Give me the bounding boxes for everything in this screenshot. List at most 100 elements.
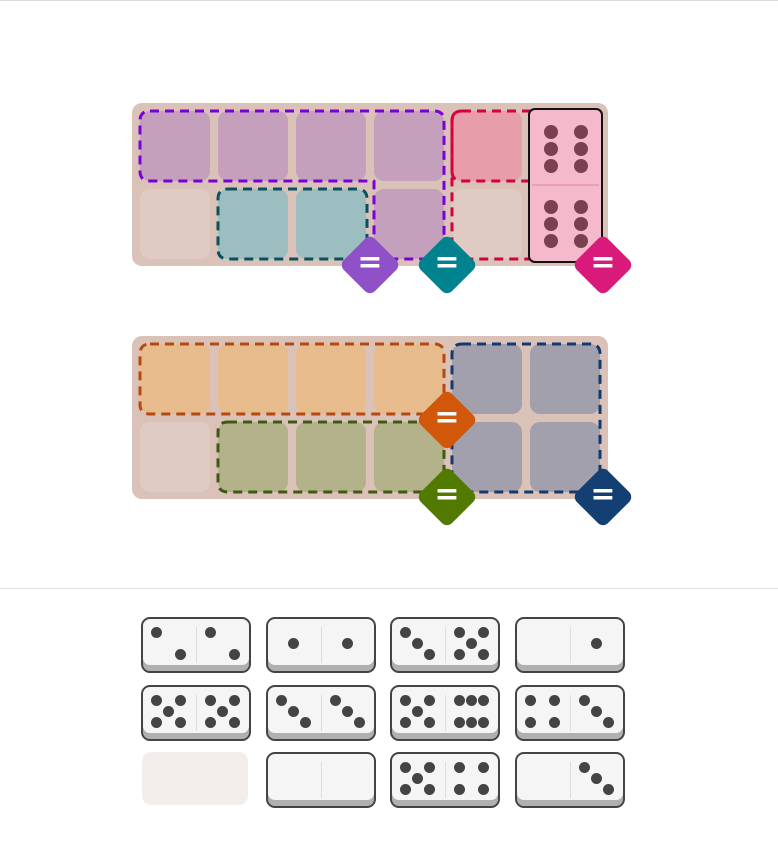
pip [454, 694, 465, 706]
pip [163, 705, 174, 717]
pip [217, 705, 228, 717]
domino-divider [569, 694, 571, 731]
cell-purple[interactable] [374, 111, 444, 181]
cell-navy[interactable] [530, 344, 600, 414]
pip [454, 784, 465, 795]
pip [478, 627, 489, 638]
pip [454, 627, 465, 638]
pip [544, 159, 558, 173]
domino-2-2[interactable] [141, 617, 251, 673]
empty-domino-slot[interactable] [142, 752, 248, 805]
domino-divider [196, 627, 197, 663]
cell-empty[interactable] [140, 422, 210, 492]
pip [574, 234, 588, 248]
pip [205, 627, 216, 638]
pip [400, 784, 411, 795]
pip [578, 762, 590, 773]
pip [175, 694, 186, 706]
pip [454, 716, 465, 728]
pip [544, 234, 558, 248]
pip [175, 716, 186, 728]
domino-divider [569, 627, 571, 663]
pip [578, 694, 590, 706]
pip [400, 762, 411, 773]
pip [287, 638, 299, 649]
pip [424, 762, 435, 773]
cell-red[interactable] [452, 111, 522, 181]
pip [544, 125, 558, 139]
domino-divider [532, 184, 599, 186]
placed-domino-6-6[interactable] [528, 108, 603, 263]
domino-1-1[interactable] [265, 617, 376, 673]
cell-purple[interactable] [218, 111, 288, 181]
domino-5-5[interactable] [141, 684, 251, 741]
domino-divider [196, 694, 197, 731]
pip [287, 705, 299, 717]
pip [478, 762, 489, 773]
cell-purple[interactable] [140, 111, 210, 181]
tray-divider [0, 588, 778, 589]
pip [466, 694, 477, 706]
cell-empty[interactable] [140, 189, 210, 259]
pip [353, 716, 365, 728]
pip [229, 649, 240, 660]
pip [590, 773, 602, 784]
domino-divider [320, 762, 322, 798]
domino-5-6[interactable] [390, 684, 500, 741]
pip [574, 159, 588, 173]
pip [229, 716, 240, 728]
pip [548, 716, 560, 728]
cell-orange[interactable] [140, 344, 210, 414]
pip [341, 638, 353, 649]
pip [478, 784, 489, 795]
pip [466, 638, 477, 649]
pip [424, 649, 435, 660]
pip [454, 649, 465, 660]
pip [329, 694, 341, 706]
pip [205, 716, 216, 728]
pip [175, 649, 186, 660]
domino-divider [445, 694, 446, 731]
domino-divider [445, 762, 446, 798]
pip [424, 784, 435, 795]
domino-0-0[interactable] [265, 752, 376, 808]
cell-orange[interactable] [296, 344, 366, 414]
pip [205, 694, 216, 706]
pip [478, 649, 489, 660]
pip [548, 694, 560, 706]
pip [544, 200, 558, 214]
pip [299, 716, 311, 728]
cell-purple[interactable] [296, 111, 366, 181]
equals-constraint-label: = [434, 245, 460, 280]
cell-teal[interactable] [218, 189, 288, 259]
cell-green[interactable] [218, 422, 288, 492]
pip [466, 716, 477, 728]
cell-orange[interactable] [218, 344, 288, 414]
domino-divider [445, 627, 446, 663]
domino-0-3[interactable] [514, 752, 625, 808]
pip [424, 716, 435, 728]
pip [524, 694, 536, 706]
domino-5-4[interactable] [390, 752, 500, 808]
equals-constraint-label: = [434, 400, 460, 435]
pip [412, 705, 423, 717]
pip [275, 694, 287, 706]
domino-3-5[interactable] [390, 617, 500, 673]
domino-divider [320, 694, 322, 731]
pip [151, 716, 162, 728]
pip [574, 125, 588, 139]
domino-4-3[interactable] [514, 684, 625, 741]
domino-3-3[interactable] [265, 684, 376, 741]
pip [574, 217, 588, 231]
pip [229, 694, 240, 706]
pip [478, 694, 489, 706]
domino-divider [569, 762, 571, 798]
pip [574, 142, 588, 156]
pip [454, 762, 465, 773]
pip [544, 142, 558, 156]
top-border [0, 0, 778, 1]
pip [400, 716, 411, 728]
cell-green[interactable] [296, 422, 366, 492]
domino-0-1[interactable] [514, 617, 625, 673]
equals-constraint-label: = [434, 477, 460, 512]
